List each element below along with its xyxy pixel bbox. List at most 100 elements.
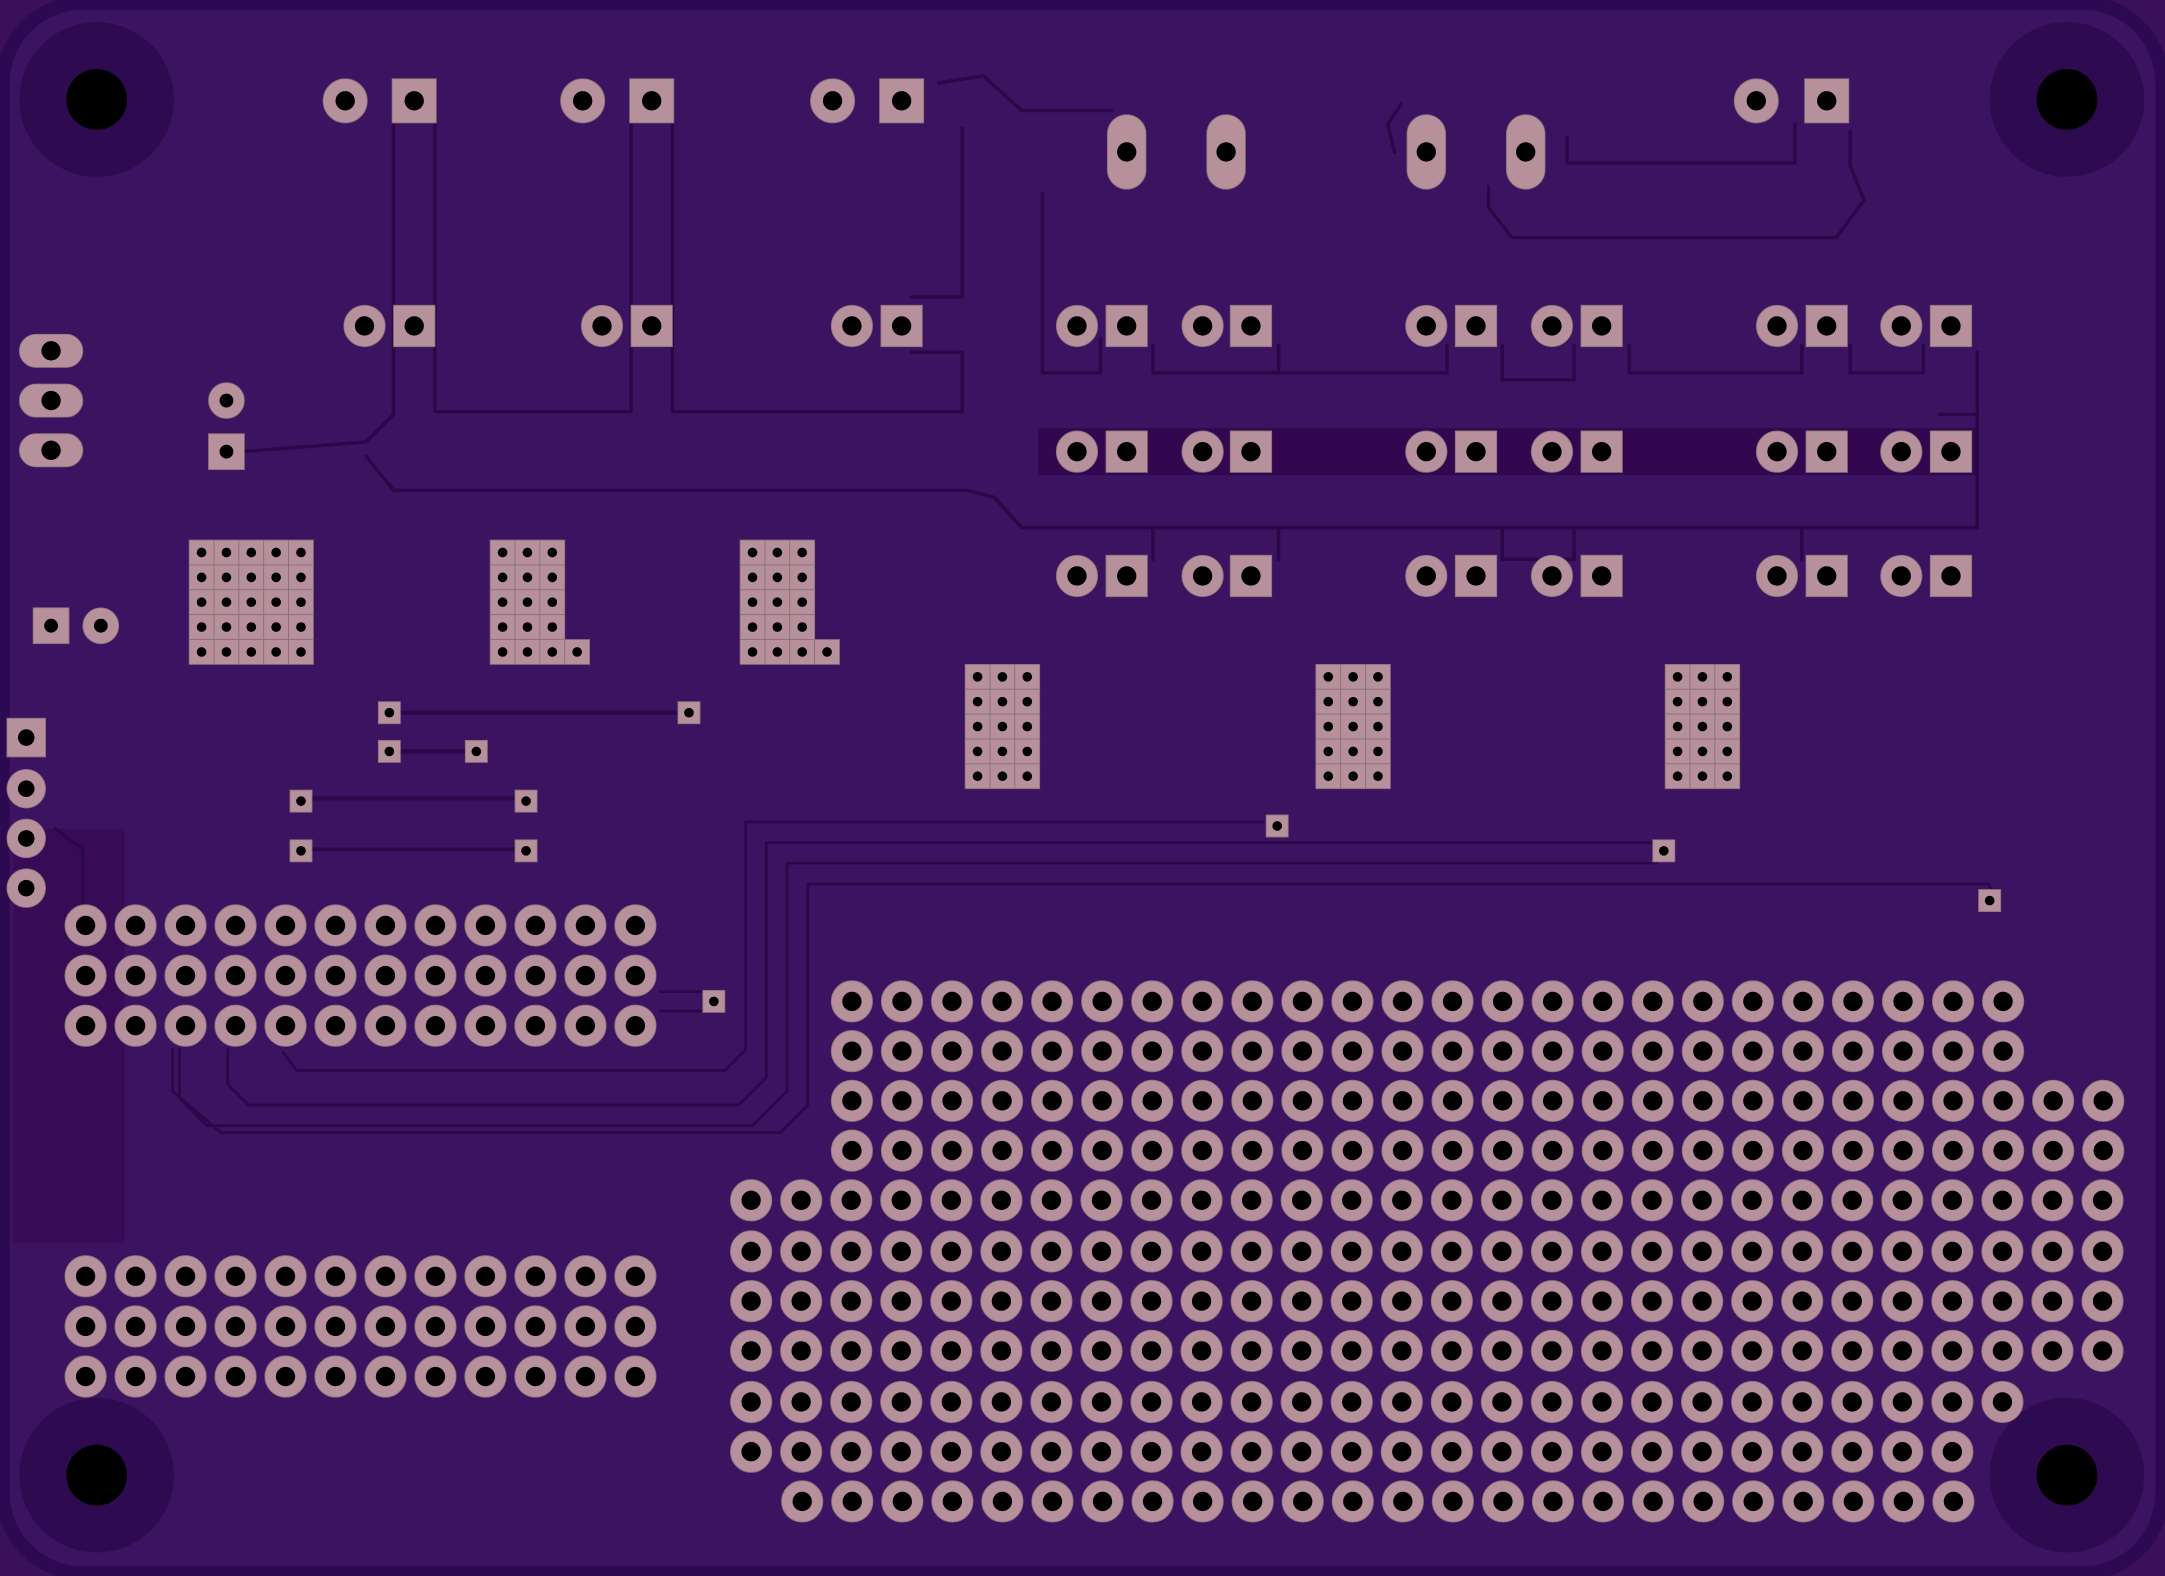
pad-drill [1416,142,1436,162]
pad-drill [1743,1091,1763,1111]
through-hole-pad-icon [1831,1279,1874,1323]
pad-drill [1992,1291,2013,1311]
through-hole-pad-icon [1480,1380,1524,1424]
pad-drill [1542,1341,1562,1361]
pad-drill [1492,1392,1512,1412]
square-pad-icon [789,614,816,640]
through-hole-pad-icon [1405,554,1448,598]
through-hole-pad-icon [2081,1279,2124,1323]
square-pad-icon [1105,304,1148,348]
pad-drill [1392,1041,1413,1061]
pad-drill [497,647,508,657]
square-pad-icon [514,564,541,591]
pad-drill [175,915,196,936]
pad-drill [471,746,482,757]
through-hole-pad-icon [1832,1480,1875,1523]
pad-drill [1942,1190,1963,1210]
pad-drill [1722,746,1733,757]
copper-trace [53,827,85,914]
through-hole-pad-icon [1931,1230,1974,1273]
square-pad-icon [1664,663,1691,690]
square-pad-icon [1804,78,1850,124]
through-hole-pad-icon [214,1355,257,1398]
pad-drill [221,647,232,657]
pad-drill [747,572,758,583]
through-hole-pad-icon [1781,1029,1825,1073]
pad-drill [75,1016,96,1036]
pad-drill [525,1016,546,1036]
mounting-hole-icon [2036,69,2098,130]
through-hole-pad-icon [1630,1230,1674,1273]
pad-drill [1692,1392,1712,1412]
through-hole-pad-icon [1682,1480,1725,1523]
through-hole-pad-icon [1781,1129,1825,1172]
pad-drill [1743,1491,1763,1512]
square-pad-icon [288,564,314,591]
through-hole-pad-icon [514,1355,557,1398]
pad-drill [1022,721,1033,732]
pad-drill [1392,1341,1412,1361]
through-hole-pad-icon [6,768,46,809]
pad-drill [1348,771,1358,782]
pad-drill [1592,1442,1612,1462]
pad-drill [741,1392,761,1412]
pad-drill [642,316,662,336]
through-hole-pad-icon [1731,1329,1774,1372]
square-pad-icon [489,639,516,665]
pad-drill [575,1016,596,1036]
pads [6,78,2125,1523]
through-hole-pad-icon [614,1355,657,1398]
pad-drill [1416,441,1436,462]
pad-drill [1192,1091,1212,1111]
pad-drill [1742,1442,1762,1462]
through-hole-pad-icon [314,1255,357,1298]
through-hole-pad-icon [1431,1079,1474,1122]
pad-drill [275,1316,296,1337]
pad-drill [1722,771,1733,782]
square-pad-icon [539,639,566,665]
pad-drill [225,1266,246,1286]
pad-drill [1091,1291,1112,1311]
through-hole-pad-icon [930,980,974,1023]
square-pad-icon [289,839,313,863]
pad-drill [375,1366,396,1387]
square-pad-icon [1978,889,2002,913]
square-pad-icon [1365,688,1391,715]
pad-drill [1942,1241,1963,1262]
through-hole-pad-icon [614,1305,657,1348]
pad-drill [1891,566,1911,586]
pad-drill [196,597,207,608]
square-pad-icon [391,78,437,124]
pad-drill [573,91,593,111]
through-hole-pad-icon [1181,304,1224,348]
through-hole-pad-icon [1405,304,1448,348]
through-hole-pad-icon [1630,1329,1674,1372]
through-hole-pad-icon [1831,1179,1874,1222]
pad-drill [1323,721,1334,732]
pad-drill [1191,1241,1212,1262]
square-pad-icon [377,701,401,725]
through-hole-pad-icon [1030,1380,1073,1424]
square-pad-icon [1315,763,1342,790]
through-hole-pad-icon [414,904,457,947]
square-pad-icon [1340,688,1366,715]
through-hole-pad-icon [1881,1430,1924,1473]
through-hole-pad-icon [780,1329,823,1372]
pad-drill [225,1316,246,1337]
pad-drill [219,393,234,408]
through-hole-pad-icon [1080,1380,1123,1424]
through-hole-pad-icon [1581,1129,1624,1172]
pad-drill [1091,1392,1112,1412]
through-hole-pad-icon [1130,1230,1173,1273]
through-hole-pad-icon [1181,1129,1224,1172]
pad-drill [1742,1291,1762,1311]
pad-drill [1792,1190,1812,1210]
square-pad-icon [1105,554,1148,598]
pad-drill [271,647,281,657]
square-pad-icon [630,304,673,348]
square-pad-icon [263,589,289,616]
pad-drill [1443,1491,1463,1512]
square-pad-icon [514,539,541,566]
square-pad-icon [188,589,215,616]
through-hole-pad-icon [514,1305,557,1348]
